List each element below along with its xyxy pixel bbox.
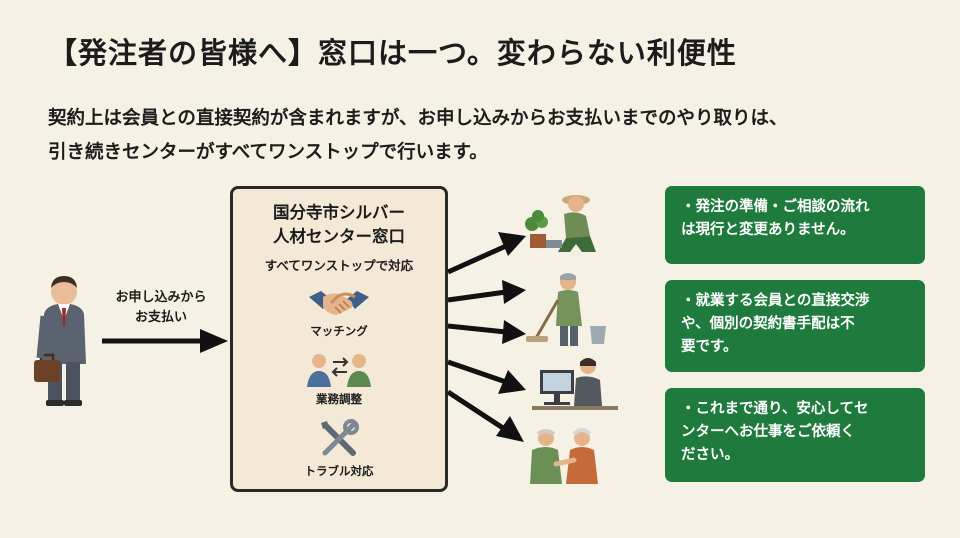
- function-label-coordination: 業務調整: [316, 392, 362, 406]
- note-3-line-3: ださい。: [681, 447, 739, 463]
- lead-text: 契約上は会員との直接契約が含まれますが、お申し込みからお支払いまでのやり取りは、…: [48, 102, 948, 170]
- note-1-line-1: ・発注の準備・ご相談の流れ: [681, 199, 870, 215]
- office-worker-icon: [532, 358, 618, 410]
- note-card-2: ・就業する会員との直接交渉 や、個別の契約書手配は不 要です。: [665, 280, 925, 372]
- center-subtitle: すべてワンストップで対応: [264, 258, 414, 273]
- note-3-line-2: ンターへお仕事をご依頼く: [681, 424, 855, 440]
- orderer-label: お申し込みから お支払い: [96, 288, 226, 328]
- note-3-line-1: ・これまで通り、安心してセ: [681, 401, 869, 417]
- center-window-box: 国分寺市シルバー 人材センター窓口 すべてワンストップで対応 マッチング 業務調…: [230, 186, 448, 492]
- tools-icon: [321, 419, 359, 456]
- page-title: 【発注者の皆様へ】窓口は一つ。変わらない利便性: [48, 36, 737, 70]
- request-arrow: [102, 329, 228, 353]
- orderer-label-line-2: お支払い: [134, 310, 187, 325]
- function-coordination: 業務調整: [233, 351, 445, 407]
- cleaning-worker-icon: [526, 273, 606, 346]
- orderer-label-line-1: お申し込みから: [115, 290, 207, 305]
- coordination-icon: [307, 354, 371, 387]
- lead-line-1: 契約上は会員との直接契約が含まれますが、お申し込みからお支払いまでのやり取りは、: [48, 108, 788, 129]
- businessman-icon: [34, 276, 86, 406]
- workers-group: [525, 195, 618, 484]
- function-matching: マッチング: [233, 285, 445, 339]
- note-2-line-1: ・就業する会員との直接交渉: [681, 293, 870, 309]
- function-label-matching: マッチング: [310, 324, 368, 338]
- gardening-worker-icon: [525, 195, 596, 252]
- note-2-line-3: 要です。: [681, 339, 738, 355]
- function-label-trouble: トラブル対応: [304, 464, 374, 478]
- center-title-line-1: 国分寺市シルバー: [273, 203, 405, 222]
- care-worker-icon: [530, 428, 598, 484]
- lead-line-2: 引き続きセンターがすべてワンストップで行います。: [48, 142, 488, 163]
- note-card-3: ・これまで通り、安心してセ ンターへお仕事をご依頼く ださい。: [665, 388, 925, 482]
- handshake-icon: [309, 291, 369, 315]
- note-card-1: ・発注の準備・ご相談の流れ は現行と変更ありません。: [665, 186, 925, 264]
- function-trouble: トラブル対応: [233, 419, 445, 479]
- center-title: 国分寺市シルバー 人材センター窓口: [233, 201, 445, 249]
- center-title-line-2: 人材センター窓口: [273, 227, 405, 246]
- note-1-line-2: は現行と変更ありません。: [681, 222, 855, 238]
- note-2-line-2: や、個別の契約書手配は不: [681, 316, 855, 332]
- dispatch-arrows: [446, 232, 526, 442]
